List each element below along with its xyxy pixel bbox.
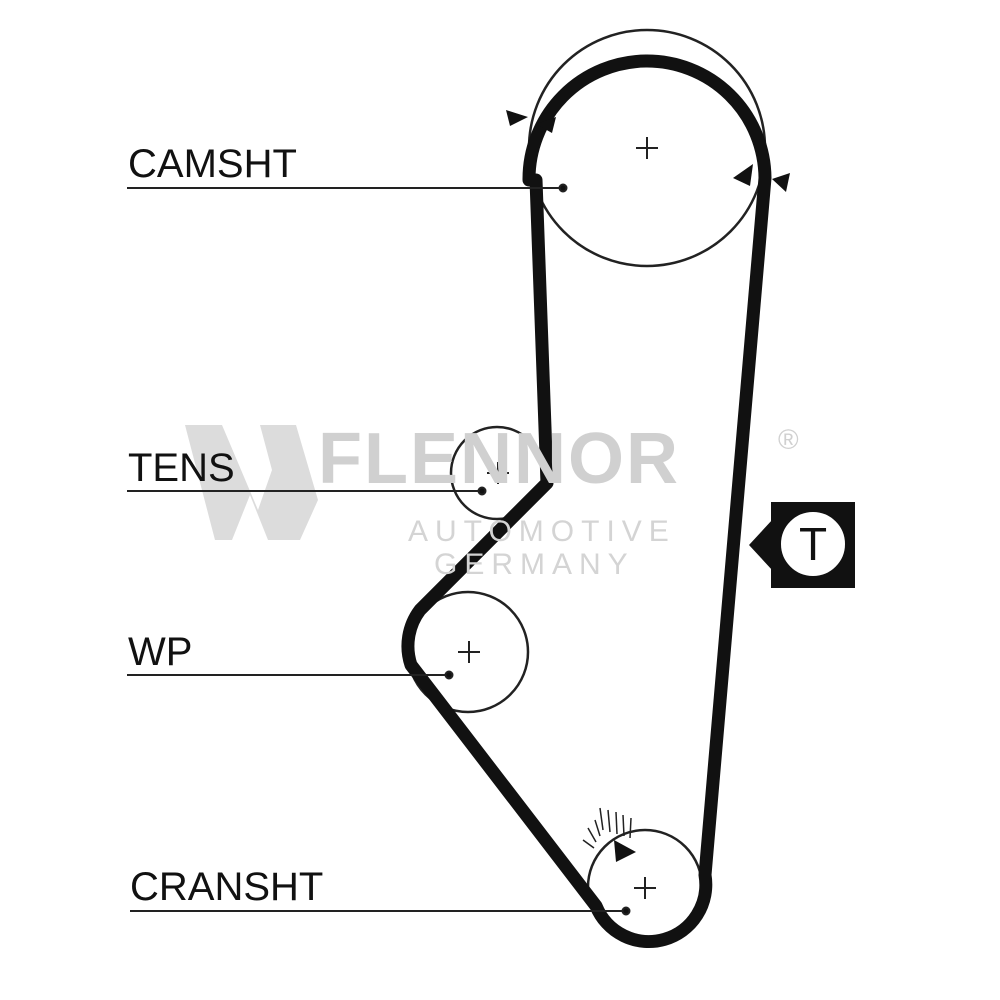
watermark-registered-mark: ® <box>778 424 799 455</box>
watermark-line1: AUTOMOTIVE <box>408 515 676 548</box>
water-pump-label: WP <box>128 630 193 674</box>
tensioner-label: TENS <box>128 446 235 490</box>
crankshaft-center-mark <box>634 877 656 899</box>
tensioner-leader <box>127 486 487 496</box>
timing-belt <box>401 54 772 949</box>
crankshaft-leader <box>130 906 631 916</box>
camshaft-leader <box>127 183 568 193</box>
camshaft-center-mark <box>636 137 658 159</box>
tension-pointer-icon <box>749 519 773 571</box>
water-pump-leader <box>127 670 454 680</box>
watermark-logo-icon <box>185 425 318 540</box>
tension-indicator: T <box>771 502 855 588</box>
watermark-brand: FLENNOR <box>318 419 680 499</box>
camshaft-right-timing-mark-icon <box>733 164 790 192</box>
watermark-line2: GERMANY <box>434 548 635 581</box>
tensioner-center-mark <box>487 462 509 484</box>
camshaft-label: CAMSHT <box>128 142 297 186</box>
crankshaft-label: CRANSHT <box>130 865 324 909</box>
camshaft-left-timing-mark-icon <box>506 110 556 133</box>
crankshaft-timing-mark-icon <box>582 807 636 862</box>
water-pump-center-mark <box>458 641 480 663</box>
tension-symbol: T <box>781 512 845 576</box>
